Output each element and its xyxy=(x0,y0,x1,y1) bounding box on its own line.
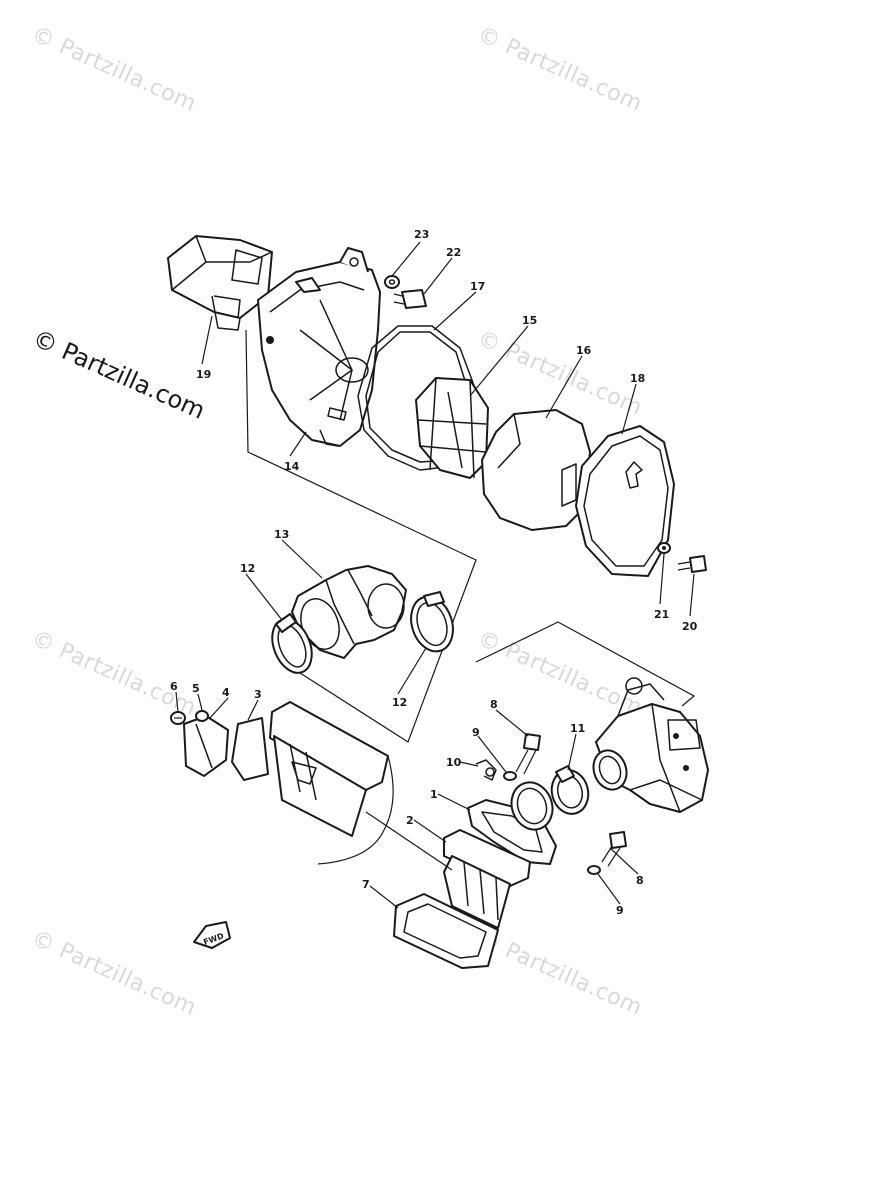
bolt-8b-part xyxy=(601,831,627,867)
clamp-11-part xyxy=(550,765,590,815)
callout-14: 14 xyxy=(284,460,300,473)
washer-9b-part xyxy=(587,865,601,875)
callout-11: 11 xyxy=(570,722,585,735)
carburetor-part xyxy=(592,677,709,813)
callout-18: 18 xyxy=(630,372,645,385)
callout-16: 16 xyxy=(576,344,592,357)
callout-4: 4 xyxy=(222,686,230,699)
callout-8-upper: 8 xyxy=(490,698,498,711)
reed-group-leader-line xyxy=(365,811,453,871)
reed-group-bracket-line xyxy=(317,755,394,865)
clip-10-part xyxy=(475,759,497,781)
bolt-20-part xyxy=(677,555,707,573)
callout-6: 6 xyxy=(170,680,178,693)
callout-5: 5 xyxy=(192,682,200,695)
callout-22: 22 xyxy=(446,246,461,259)
callout-10: 10 xyxy=(446,756,462,769)
gasket-7-part xyxy=(393,893,499,969)
cap-18-part xyxy=(575,425,675,577)
callout-12-lower: 12 xyxy=(392,696,407,709)
reed-valve-assembly-part xyxy=(269,701,389,837)
clamp-12a-part xyxy=(271,613,313,674)
washer-5-part xyxy=(195,710,209,722)
bolt-22-part xyxy=(393,289,427,309)
element-guide-15-part xyxy=(415,377,489,479)
reed-petal-3-part xyxy=(231,717,269,781)
reed-valve-2-part xyxy=(443,829,531,929)
reed-stopper-4-part xyxy=(183,715,229,777)
callout-1: 1 xyxy=(430,788,438,801)
callout-13: 13 xyxy=(274,528,289,541)
callout-3: 3 xyxy=(254,688,262,701)
callout-20: 20 xyxy=(682,620,698,633)
fwd-arrow-icon: FWD xyxy=(193,921,231,949)
leader-lines xyxy=(175,241,695,909)
washer-9a-part xyxy=(503,771,517,781)
screw-6-part xyxy=(170,711,186,725)
assembly-reference-line xyxy=(245,329,477,743)
callout-15: 15 xyxy=(522,314,537,327)
callout-21: 21 xyxy=(654,608,669,621)
air-box-case-part xyxy=(257,247,381,447)
callout-2: 2 xyxy=(406,814,414,827)
callout-9-lower: 9 xyxy=(616,904,624,917)
clamp-12b-part xyxy=(410,591,454,653)
callout-12-upper: 12 xyxy=(240,562,255,575)
callout-8-lower: 8 xyxy=(636,874,644,887)
air-duct-part xyxy=(167,235,273,331)
callout-19: 19 xyxy=(196,368,211,381)
air-filter-element-16-part xyxy=(481,409,591,531)
callout-23: 23 xyxy=(414,228,429,241)
callout-9-upper: 9 xyxy=(472,726,480,739)
callout-7: 7 xyxy=(362,878,370,891)
washer-21-part xyxy=(657,542,671,554)
manifold-1-part xyxy=(467,781,557,865)
bolt-8a-part xyxy=(515,733,541,775)
washer-23-part xyxy=(384,275,400,289)
callout-17: 17 xyxy=(470,280,485,293)
carb-reference-line xyxy=(475,621,696,707)
